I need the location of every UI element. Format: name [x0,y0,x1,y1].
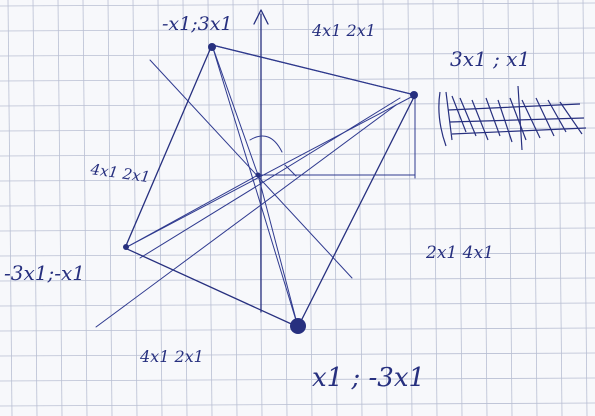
label-bottom-point: x1 ; -3x1 [312,363,425,393]
label-bottom-dims: 4x1 2x1 [139,347,204,366]
vertex-top [208,43,216,51]
axes [253,9,269,313]
vertex-points [123,43,418,334]
rotated-square [124,44,416,328]
vertex-left [123,244,129,250]
label-top-point: -x1;3x1 [162,13,233,35]
label-right-point: 3x1 ; x1 [450,47,530,71]
construction-lines [95,44,416,328]
vertex-right [410,91,418,99]
label-right-dims: 2x1 4x1 [425,243,494,263]
label-top-dims: 4x1 2x1 [311,21,376,40]
scribble-crossed-out [438,85,587,151]
vertex-bottom [290,318,306,334]
label-left-point: -3x1;-x1 [4,261,85,285]
center-point [255,172,261,178]
label-left-dims: 4x1 2x1 [88,160,151,186]
